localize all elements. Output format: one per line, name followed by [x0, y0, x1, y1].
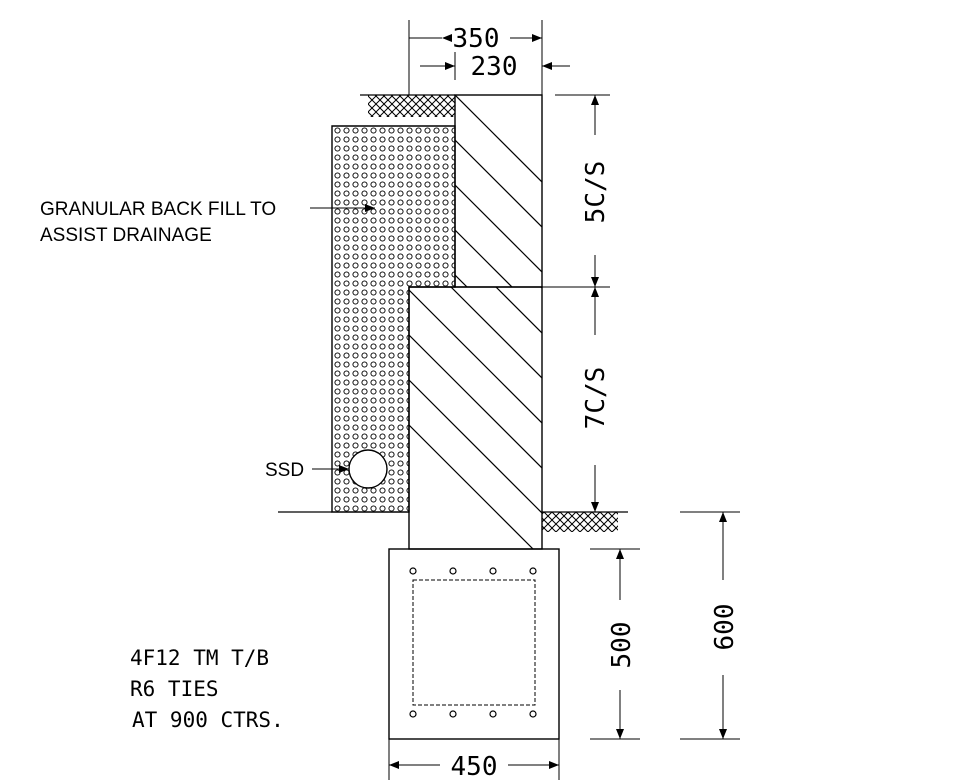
subsoil-drain-pipe [348, 449, 388, 489]
reinforcement-bars [409, 567, 537, 718]
upper-course-label: 5C/S [581, 161, 611, 224]
dimension-350-label: 350 [453, 24, 500, 54]
note-line-3: AT 900 CTRS. [132, 708, 284, 732]
ground-hatch-right [542, 511, 628, 532]
footing-450-label: 450 [451, 752, 498, 782]
lower-course-label: 7C/S [581, 367, 611, 430]
backfill-label-line2: ASSIST DRAINAGE [40, 225, 212, 246]
footing-600-label: 600 [710, 604, 740, 651]
upper-block-wall [454, 94, 543, 288]
footing-500-label: 500 [607, 622, 637, 669]
ground-hatch-top [360, 94, 455, 117]
dimension-230-label: 230 [471, 52, 518, 82]
backfill-label-line1: GRANULAR BACK FILL TO [40, 199, 276, 220]
note-line-1: 4F12 TM T/B [130, 646, 269, 670]
course-dimension-lines [542, 94, 610, 512]
note-line-2: R6 TIES [130, 677, 219, 701]
strip-footing [388, 548, 560, 740]
dimension-230 [420, 52, 570, 80]
footing-dimension-lines [388, 511, 740, 780]
granular-backfill [331, 125, 456, 513]
ssd-label: SSD [265, 460, 304, 481]
